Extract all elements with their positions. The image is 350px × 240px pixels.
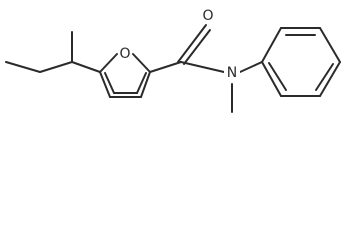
ring-oxygen-mask: [118, 46, 132, 62]
amide-group: [149, 24, 263, 113]
bond-ethyl-ch2-ch: [39, 61, 73, 73]
bond-furan-c4-c5-double-inner: [104, 72, 115, 94]
bond-phenyl-inner-2: [315, 63, 334, 91]
sec-butyl-group: [5, 31, 101, 73]
bond-furan-o-c2: [132, 53, 151, 73]
bond-phenyl-6: [261, 61, 282, 97]
amide-nitrogen-mask: [224, 64, 240, 82]
bond-furan-c2-c3: [140, 71, 151, 98]
carbonyl-oxygen-label: O: [202, 8, 213, 24]
ring-oxygen-label: O: [119, 46, 130, 62]
bond-carbonyl-double-1: [177, 24, 207, 63]
atom-labels: O O N: [118, 8, 240, 82]
bond-ethyl-ch3-ch2: [5, 61, 41, 73]
bond-carbonyl-c-n: [180, 61, 225, 73]
bond-furan-c4-c5: [99, 71, 111, 98]
bond-phenyl-1: [261, 27, 282, 63]
bond-phenyl-inner-3: [268, 62, 287, 91]
bond-carbonyl-double-2: [183, 29, 211, 65]
furan-ring: [99, 53, 151, 98]
amide-nitrogen-label: N: [227, 65, 237, 81]
bond-n-phenyl: [239, 61, 263, 73]
bond-furan-c5-o: [99, 53, 118, 73]
phenyl-ring: [261, 27, 341, 97]
chemical-structure-diagram: O O N: [5, 8, 341, 113]
bond-furan-c2-c3-double-inner: [136, 72, 147, 94]
bond-ch-furan-c5: [71, 61, 101, 73]
bond-furan-c2-carbonyl-c: [149, 61, 182, 73]
carbonyl-oxygen-mask: [201, 8, 215, 24]
bond-phenyl-3: [319, 27, 341, 63]
bond-phenyl-4: [319, 61, 341, 97]
